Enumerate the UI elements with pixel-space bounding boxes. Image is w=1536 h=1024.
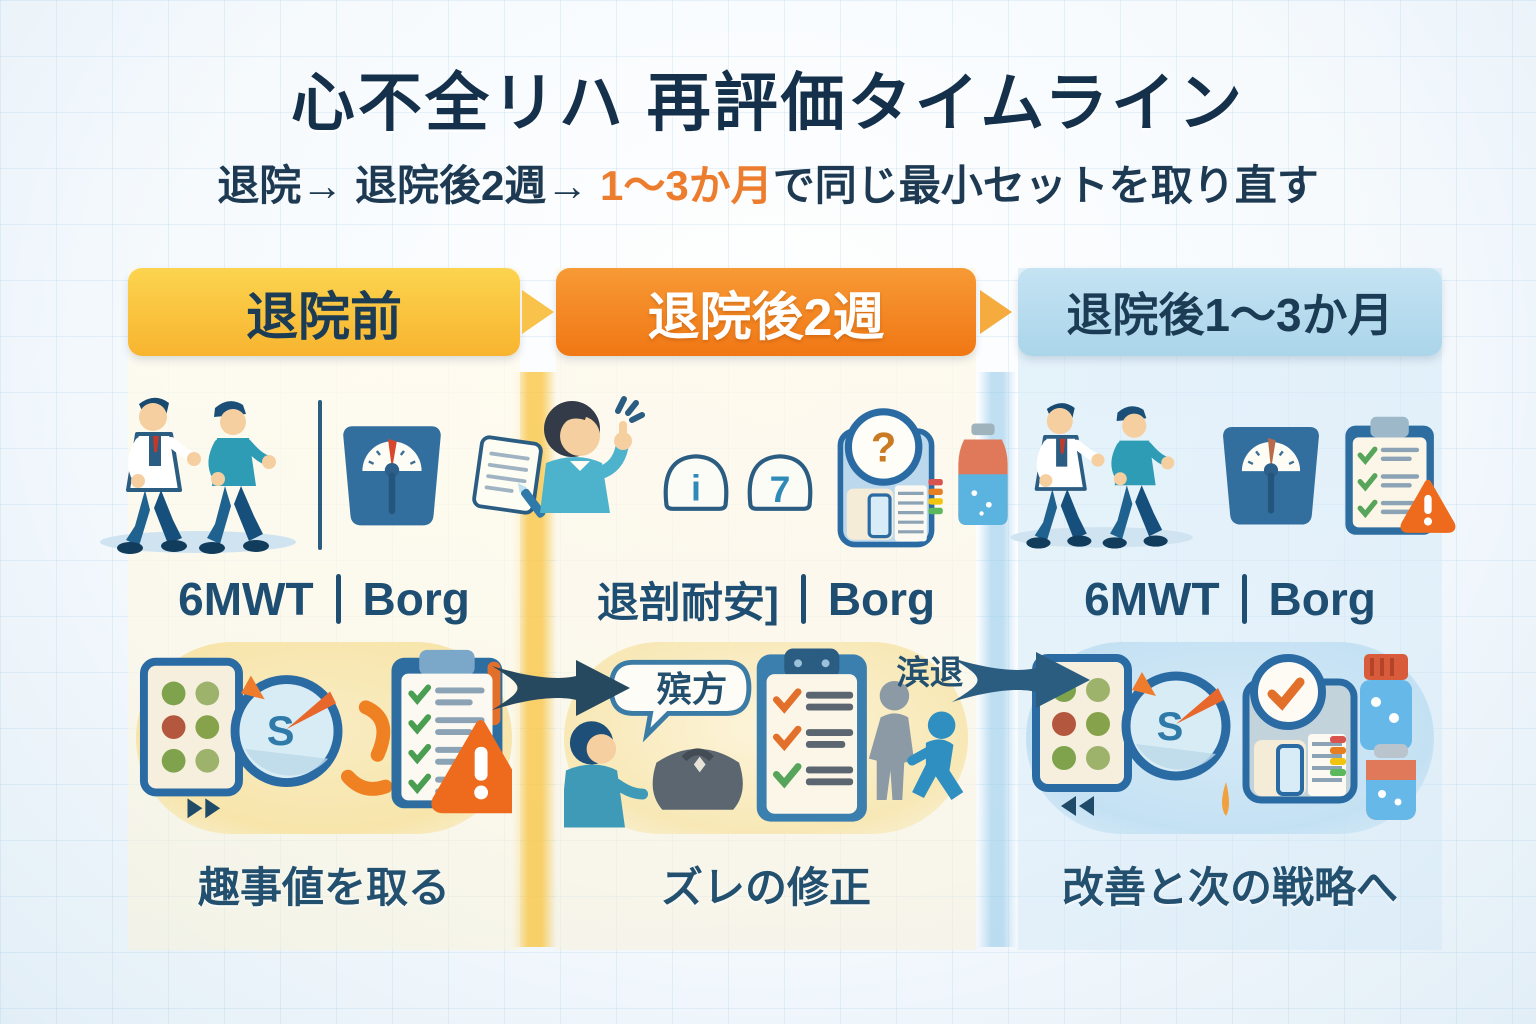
correction-blob: 殡方 <box>564 642 968 834</box>
interview-person-icon <box>540 395 645 513</box>
measure-check-label: 退剖耐安] <box>596 578 779 626</box>
column-post-2weeks: 退院後2週 i <box>540 268 1008 950</box>
post-2weeks-illustration: i 7 ? <box>520 384 1012 566</box>
medicine-bottle-icon <box>958 423 1008 526</box>
caption-pre-discharge: 趣事値を取る <box>197 864 450 911</box>
correction-items-icon: 殡方 <box>564 648 964 828</box>
baseline-items-icon: S <box>139 649 513 819</box>
measure-divider <box>1241 574 1247 624</box>
header-arrow-1 <box>522 290 554 334</box>
column-post-1-3months: 退院後1〜3か月 <box>1010 268 1456 950</box>
header-arrow-2 <box>980 290 1012 334</box>
page-title: 心不全リハ 再評価タイムライン <box>290 67 1246 139</box>
6mwt-walk-icon <box>100 397 296 554</box>
dome-seven-icon: 7 <box>747 454 813 511</box>
measure-divider <box>335 574 341 624</box>
borg-notepad-icon <box>472 435 546 518</box>
measure-6mwt: 6MWT <box>178 573 314 625</box>
flow-arrow-1 <box>492 652 632 729</box>
runner-label: 滨退 <box>897 655 964 692</box>
dome-letter-i: i <box>691 468 701 509</box>
header-pre-discharge: 退院前 <box>128 268 520 356</box>
dome-digit-7: 7 <box>770 468 791 510</box>
6mwt-walk-icon <box>1010 403 1193 549</box>
illustration-divider <box>318 400 322 550</box>
header-post-2weeks: 退院後2週 <box>556 268 976 356</box>
subtitle-part2: で同じ最小セットを取り直す <box>772 162 1319 209</box>
measure-6mwt: 6MWT <box>1084 573 1220 625</box>
measure-borg: Borg <box>827 573 936 625</box>
column-pre-discharge: 退院前 <box>100 268 546 950</box>
clock-letter: S <box>1157 705 1184 749</box>
measure-borg: Borg <box>362 573 470 625</box>
pre-discharge-illustration <box>93 384 555 566</box>
caption-post-2weeks: ズレの修正 <box>660 864 871 911</box>
post-1-3months-illustration <box>1004 384 1456 566</box>
weight-scale-icon <box>343 426 441 526</box>
header-post-1-3months: 退院後1〜3か月 <box>1018 268 1442 356</box>
clock-letter: S <box>267 707 295 754</box>
speech-bubble-text: 殡方 <box>657 670 728 710</box>
question-mark: ? <box>871 423 896 470</box>
measures-post1-3m: 6MWT Borg <box>1084 570 1376 628</box>
measure-borg: Borg <box>1268 573 1376 625</box>
flow-arrow-2 <box>952 644 1092 721</box>
question-check-device-icon: ? <box>837 408 943 548</box>
subtitle-highlight: 1〜3か月 <box>599 162 773 209</box>
subtitle-part1: 退院→ 退院後2週→ <box>217 162 600 209</box>
weight-scale-icon <box>1223 427 1319 525</box>
dome-info-icon: i <box>663 454 729 511</box>
baseline-blob: S <box>135 642 513 834</box>
measures-post2w: 退剖耐安] Borg <box>597 570 935 628</box>
subtitle: 退院→ 退院後2週→ 1〜3か月で同じ最小セットを取り直す <box>0 152 1536 213</box>
improvement-blob: S <box>1026 642 1434 834</box>
measure-divider <box>800 574 806 624</box>
caption-post-1-3months: 改善と次の戦略へ <box>1061 864 1398 911</box>
checklist-warning-icon <box>1345 416 1456 535</box>
improvement-items-icon: S <box>1032 654 1416 820</box>
measures-pre: 6MWT Borg <box>178 570 470 628</box>
